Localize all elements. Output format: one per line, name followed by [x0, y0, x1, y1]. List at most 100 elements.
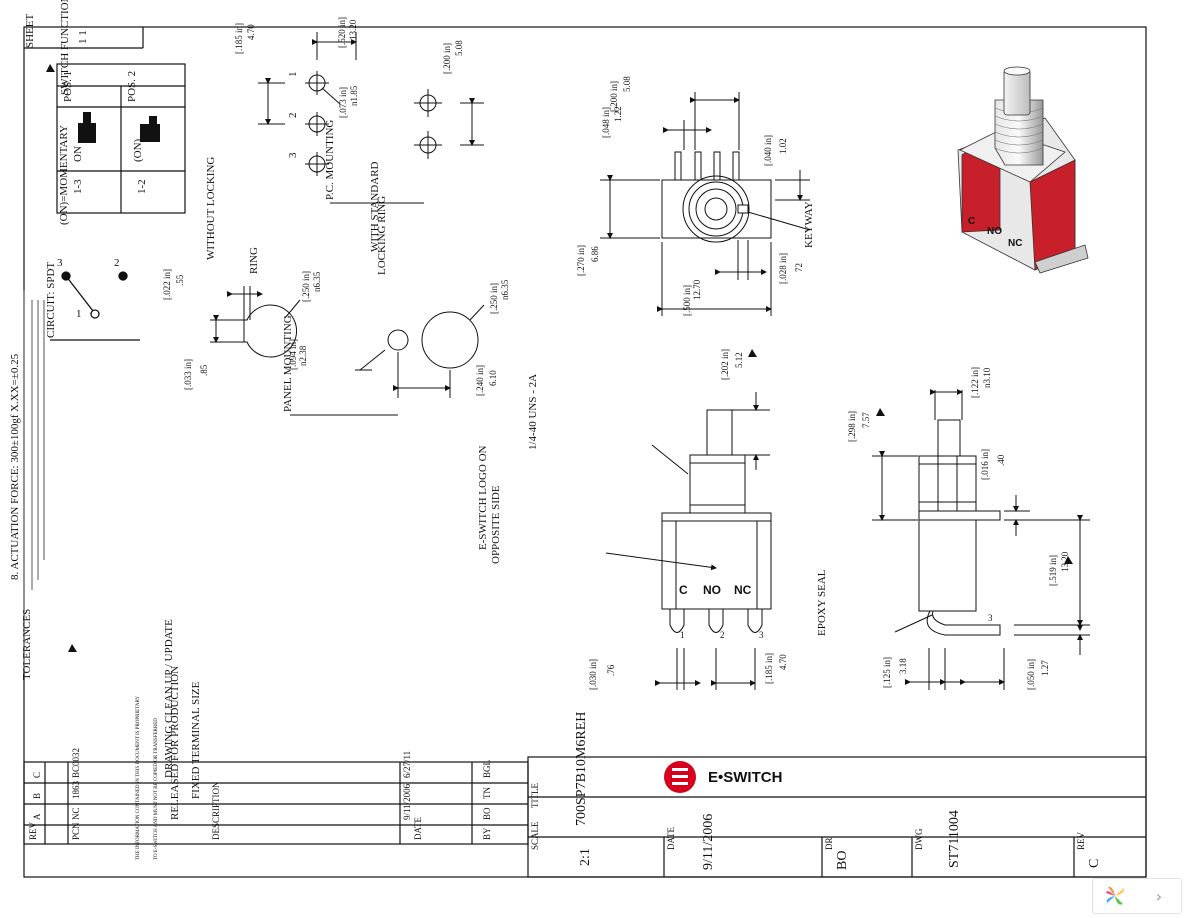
dim-n310: n3.10 — [982, 367, 992, 388]
locking-ring-holes-view — [330, 89, 484, 204]
connection-pos2: 1-2 — [136, 179, 148, 194]
front-pin-2: 2 — [720, 630, 725, 640]
dim-125-in: [.125 in] — [882, 657, 892, 688]
pc-pin-3: 3 — [287, 152, 299, 158]
eswitch-brand: E•SWITCH — [708, 769, 782, 786]
by-a: BO — [482, 807, 492, 820]
dim-185-in-b: [.185 in] — [764, 653, 774, 684]
dim-40: .40 — [996, 454, 1006, 466]
dim-022-in: [.022 in] — [162, 269, 172, 300]
scale-label: SCALE — [530, 821, 540, 850]
dim-n238: n2.38 — [298, 345, 308, 366]
desc-b: FIXED TERMINAL SIZE — [190, 681, 202, 799]
dim-757: 7.57 — [861, 412, 871, 428]
dim-1320-b: 13.20 — [1060, 551, 1070, 572]
scale-value: 2:1 — [578, 848, 593, 866]
dim-016-in: [.016 in] — [980, 449, 990, 480]
date-a: 9/11/2006 — [402, 783, 412, 820]
dim-470: 4.70 — [246, 24, 256, 40]
side-view — [872, 389, 1090, 690]
note-tolerance: X.XX=±0.25 — [9, 353, 21, 412]
title-value: 700SP7B10M6REH — [574, 712, 589, 826]
dim-55: .55 — [175, 274, 185, 286]
with-standard-label: WITH STANDARD — [369, 161, 381, 252]
switch-3d-illustration — [957, 66, 1089, 274]
dim-686: 6.86 — [590, 246, 600, 262]
iso-mark-c: C — [968, 216, 975, 227]
dim-270-in: [.270 in] — [576, 245, 586, 276]
circuit-diagram — [50, 271, 140, 341]
by-b: TN — [482, 787, 492, 799]
dim-470-b: 4.70 — [778, 654, 788, 670]
sheet-label: SHEET — [24, 14, 36, 49]
iso-mark-no: NO — [987, 226, 1002, 237]
title-block — [527, 756, 1147, 878]
dim-050-in: [.050 in] — [1026, 659, 1036, 690]
dim-250-in-b: [.250 in] — [489, 283, 499, 314]
description-header: DESCRIPTION — [211, 781, 221, 840]
warning-triangle-icon — [68, 644, 77, 652]
locking-ring-label: LOCKING RING — [376, 196, 388, 275]
dim-122: 1.22 — [613, 106, 623, 122]
dim-318: 3.18 — [898, 658, 908, 674]
terminal-3: 3 — [57, 257, 63, 269]
dim-298-in: [.298 in] — [847, 411, 857, 442]
dim-512: 5.12 — [734, 352, 744, 368]
date-c: 6/27/11 — [402, 751, 412, 778]
dim-030-in: [.030 in] — [588, 659, 598, 690]
warning-triangle-icon — [1064, 556, 1073, 564]
warning-triangle-icon — [46, 64, 55, 72]
pc-pin-2: 2 — [287, 113, 299, 119]
by-c: BGL — [482, 760, 492, 778]
dim-048-in: [.048 in] — [601, 107, 611, 138]
pos2-label: POS. 2 — [126, 71, 138, 102]
date-header: DATE — [413, 817, 423, 840]
dim-72: 72 — [794, 263, 804, 272]
dim-200-in-b: [.200 in] — [609, 81, 619, 112]
connection-pos1: 1-3 — [72, 179, 84, 194]
dim-127: 1.27 — [1040, 660, 1050, 676]
panel-mounting-label: PANEL MOUNTING — [282, 315, 294, 412]
dim-122-in-b: [.122 in] — [970, 367, 980, 398]
front-view — [605, 392, 772, 690]
warning-triangle-icon — [748, 349, 757, 357]
dim-519-in: [.519 in] — [1048, 555, 1058, 586]
rev-b: B — [32, 793, 42, 799]
next-page-button[interactable]: › — [1143, 881, 1175, 911]
switch-function-title: SWITCH FUNCTION — [59, 0, 71, 95]
date-value: 9/11/2006 — [701, 814, 716, 870]
thread-label: 1/4-40 UNS - 2A — [527, 374, 539, 450]
eswitch-logo-label: E-SWITCH LOGO ON — [477, 445, 489, 550]
iso-mark-nc: NC — [1008, 238, 1022, 249]
opposite-side-label: OPPOSITE SIDE — [490, 485, 502, 564]
dim-040-in: [.040 in] — [763, 135, 773, 166]
pos1-label: POS. 1 — [62, 71, 74, 102]
dim-202-in: [.202 in] — [720, 349, 730, 380]
note-actuation: 8. ACTUATION FORCE: 300±100gf — [9, 414, 21, 580]
rev-a: A — [32, 813, 42, 820]
pcn-c: BC0032 — [71, 748, 81, 778]
revision-table — [23, 761, 529, 845]
dwg-label: DWG — [914, 828, 924, 850]
pcn-header: PCN — [71, 822, 81, 840]
state-pos1: ON — [72, 146, 84, 162]
sheet-value: 1 1 — [77, 30, 89, 44]
note-tolerances: TOLERANCES — [21, 609, 33, 680]
state-pos2: (ON) — [132, 138, 144, 162]
dim-185-in: [.185 in] — [234, 23, 244, 54]
dim-508: 5.08 — [454, 40, 464, 56]
dim-85: .85 — [199, 364, 209, 376]
proprietary-note-2: TO E-SWITCH AND MUST NOT BE COPIED OR TR… — [154, 718, 159, 860]
dim-033-in: [.033 in] — [183, 359, 193, 390]
switch-function-table — [56, 63, 186, 214]
desc-a: RELEASED FOR PRODUCTION — [169, 666, 181, 820]
top-view — [600, 92, 811, 316]
dim-76: .76 — [606, 664, 616, 676]
dim-094-in: [.094 in] — [288, 339, 298, 370]
viewer-controls: › — [1092, 878, 1182, 914]
epoxy-seal-label: EPOXY SEAL — [816, 569, 828, 636]
dim-500-in: [.500 in] — [682, 285, 692, 316]
eswitch-logo-icon — [664, 761, 696, 793]
viewer-logo-icon[interactable] — [1099, 881, 1131, 911]
